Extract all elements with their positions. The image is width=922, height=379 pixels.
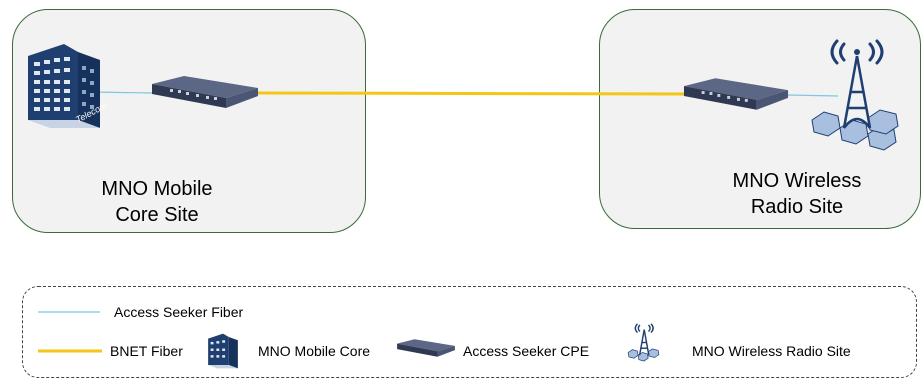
- core-site-label: MNO Mobile Core Site: [72, 176, 242, 228]
- hex-right: [867, 109, 899, 135]
- radio-tower-icon: [811, 39, 899, 151]
- radio-site-label-line1: MNO Wireless: [732, 170, 862, 192]
- legend-access-seeker-fiber-swatch: [38, 311, 100, 313]
- radio-site-label-line2: Radio Site: [750, 196, 844, 218]
- legend-access-seeker-fiber-label: Access Seeker Fiber: [114, 304, 244, 320]
- access-seeker-cpe-icon-radio: [683, 78, 789, 110]
- access-seeker-fiber-radio: [787, 94, 839, 97]
- core-site-label-line1: MNO Mobile: [101, 178, 213, 200]
- legend-access-seeker-cpe-label: Access Seeker CPE: [463, 343, 590, 359]
- legend-radio-tower-icon: [627, 323, 660, 362]
- core-site-label-line2: Core Site: [115, 204, 199, 226]
- legend-box: [22, 286, 917, 378]
- legend-cpe-icon: [397, 339, 455, 357]
- access-seeker-fiber-core: [91, 91, 153, 94]
- legend-mno-wireless-radio-site-label: MNO Wireless Radio Site: [692, 343, 851, 359]
- bnet-fiber-link: [257, 91, 687, 96]
- legend-building-icon: [208, 333, 238, 369]
- hex-left: [811, 111, 841, 137]
- telecom-building-icon: Telecom: [28, 44, 106, 128]
- access-seeker-cpe-icon-core: [152, 76, 258, 108]
- legend-bnet-fiber-label: BNET Fiber: [110, 343, 183, 359]
- legend-bnet-fiber-swatch: [38, 349, 102, 353]
- legend-mno-mobile-core-label: MNO Mobile Core: [258, 343, 371, 359]
- radio-site-label: MNO Wireless Radio Site: [712, 168, 882, 220]
